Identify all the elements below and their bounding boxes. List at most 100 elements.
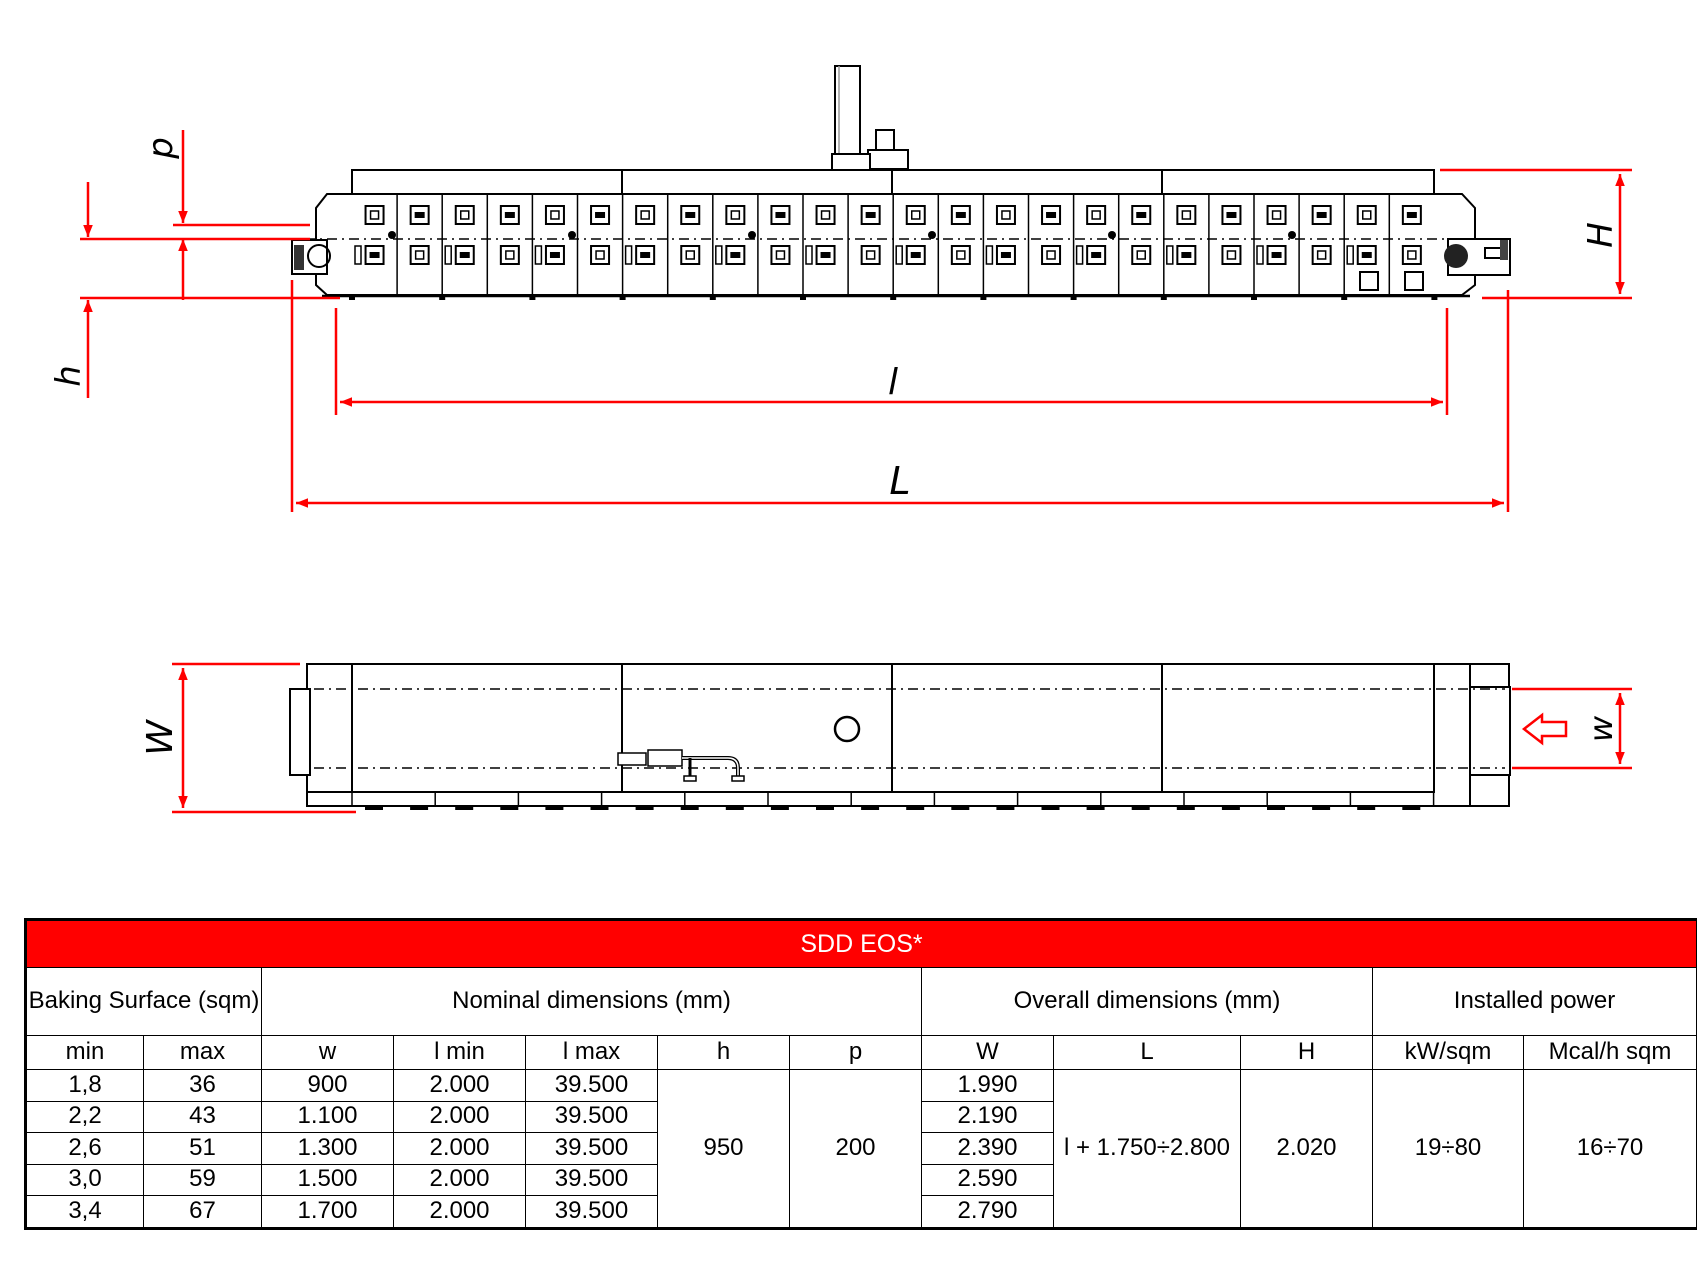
cell-l-min: 2.000: [393, 1132, 526, 1165]
cell-W: 2.790: [921, 1195, 1054, 1229]
burner-icon: [770, 245, 791, 265]
cell-l-min: 2.000: [393, 1163, 526, 1196]
dim-label-p: p: [141, 137, 181, 160]
top-view: [289, 663, 1511, 810]
side-view-dimensions: [80, 130, 1632, 512]
burner-icon: [1401, 245, 1422, 265]
burner-motor: [875, 129, 895, 153]
dim-label-H: H: [1581, 222, 1621, 248]
header-baking-surface: Baking Surface (sqm): [25, 967, 262, 1036]
burner-icon: [995, 205, 1016, 225]
dim-label-l: l: [888, 362, 898, 403]
oven-body: [315, 193, 1476, 296]
burner-icon: [409, 245, 430, 265]
cell-l-max: 39.500: [525, 1132, 658, 1165]
technical-drawing: p h H l L W w: [49, 65, 1632, 814]
cell-W: 2.590: [921, 1163, 1054, 1196]
cell-W: 2.390: [921, 1132, 1054, 1165]
burner-icon: [1311, 245, 1332, 265]
cell-L: l + 1.750÷2.800: [1053, 1069, 1241, 1229]
cell-W: 2.190: [921, 1100, 1054, 1133]
oven-modules: [354, 194, 1424, 295]
cell-max: 43: [143, 1100, 262, 1133]
burner-icon: [499, 245, 520, 265]
burner-icon: [1131, 245, 1152, 265]
burner-icon: [1041, 245, 1062, 265]
cell-min: 2,2: [25, 1100, 144, 1133]
specification-table: SDD EOS* Baking Surface (sqm) Nominal di…: [24, 918, 1697, 1230]
cell-w: 1.700: [261, 1195, 394, 1229]
col-l-min: l min: [393, 1035, 526, 1070]
cell-l-max: 39.500: [525, 1069, 658, 1102]
cell-l-max: 39.500: [525, 1163, 658, 1196]
gas-valve: [617, 752, 647, 766]
dim-label-w: w: [1582, 715, 1620, 742]
header-nominal-dimensions: Nominal dimensions (mm): [261, 967, 922, 1036]
cell-w: 1.100: [261, 1100, 394, 1133]
cell-W: 1.990: [921, 1069, 1054, 1102]
col-max: max: [143, 1035, 262, 1070]
cell-min: 3,0: [25, 1163, 144, 1196]
table-row: 1,8 36 900 2.000 39.500 950 200 1.990 l …: [25, 1069, 1697, 1229]
cell-l-min: 2.000: [393, 1195, 526, 1229]
header-overall-dimensions: Overall dimensions (mm): [921, 967, 1373, 1036]
burner-icon: [364, 205, 385, 225]
burner-icon: [1176, 205, 1197, 225]
cell-p: 200: [789, 1069, 922, 1229]
infeed-guard: [289, 688, 311, 776]
cell-H: 2.020: [1240, 1069, 1373, 1229]
dim-label-h: h: [49, 365, 89, 387]
burner-icon: [815, 205, 836, 225]
burner-icon: [1086, 205, 1107, 225]
cell-l-max: 39.500: [525, 1100, 658, 1133]
cell-min: 3,4: [25, 1195, 144, 1229]
burner-icon: [680, 245, 701, 265]
cell-max: 51: [143, 1132, 262, 1165]
table-row: 2,2 43 1.100 2.000 39.500 2.190: [25, 1100, 1697, 1133]
cell-l-min: 2.000: [393, 1100, 526, 1133]
burner-icon: [860, 245, 881, 265]
cell-min: 1,8: [25, 1069, 144, 1102]
burner-icon: [1266, 205, 1287, 225]
col-l-max: l max: [525, 1035, 658, 1070]
cell-min: 2,6: [25, 1132, 144, 1165]
col-kw-sqm: kW/sqm: [1372, 1035, 1524, 1070]
burner-icon: [544, 205, 565, 225]
burner-icon: [950, 245, 971, 265]
table-row: 3,4 67 1.700 2.000 39.500 2.790: [25, 1195, 1697, 1229]
burner-icon: [905, 205, 926, 225]
col-L: L: [1053, 1035, 1241, 1070]
side-view: [291, 65, 1511, 300]
feed-direction-arrow: [1521, 712, 1568, 746]
burner-icon: [725, 205, 746, 225]
cell-l-min: 2.000: [393, 1069, 526, 1102]
cell-w: 1.300: [261, 1132, 394, 1165]
header-installed-power: Installed power: [1371, 967, 1697, 1036]
cell-h: 950: [657, 1069, 790, 1229]
top-view-dimensions: [172, 662, 1632, 814]
col-h: h: [657, 1035, 790, 1070]
cell-w: 1.500: [261, 1163, 394, 1196]
cell-kw-sqm: 19÷80: [1372, 1069, 1524, 1229]
cell-w: 900: [261, 1069, 394, 1102]
col-w: w: [261, 1035, 394, 1070]
cell-max: 67: [143, 1195, 262, 1229]
cell-max: 36: [143, 1069, 262, 1102]
table-row: 3,0 59 1.500 2.000 39.500 2.590: [25, 1163, 1697, 1196]
chimney-outlet: [833, 715, 861, 743]
burner-icon: [590, 245, 611, 265]
burner-icon: [635, 205, 656, 225]
col-p: p: [789, 1035, 922, 1070]
cell-mcal-h-sqm: 16÷70: [1522, 1069, 1697, 1229]
outfeed-guard: [1469, 686, 1511, 776]
cell-l-max: 39.500: [525, 1195, 658, 1229]
burner-icon: [454, 205, 475, 225]
col-W: W: [921, 1035, 1054, 1070]
dim-label-L: L: [889, 459, 910, 503]
col-min: min: [25, 1035, 144, 1070]
table-title: SDD EOS*: [24, 919, 1697, 968]
burner-icon: [1221, 245, 1242, 265]
col-mcal-h-sqm: Mcal/h sqm: [1522, 1035, 1697, 1070]
col-H: H: [1240, 1035, 1373, 1070]
cell-max: 59: [143, 1163, 262, 1196]
